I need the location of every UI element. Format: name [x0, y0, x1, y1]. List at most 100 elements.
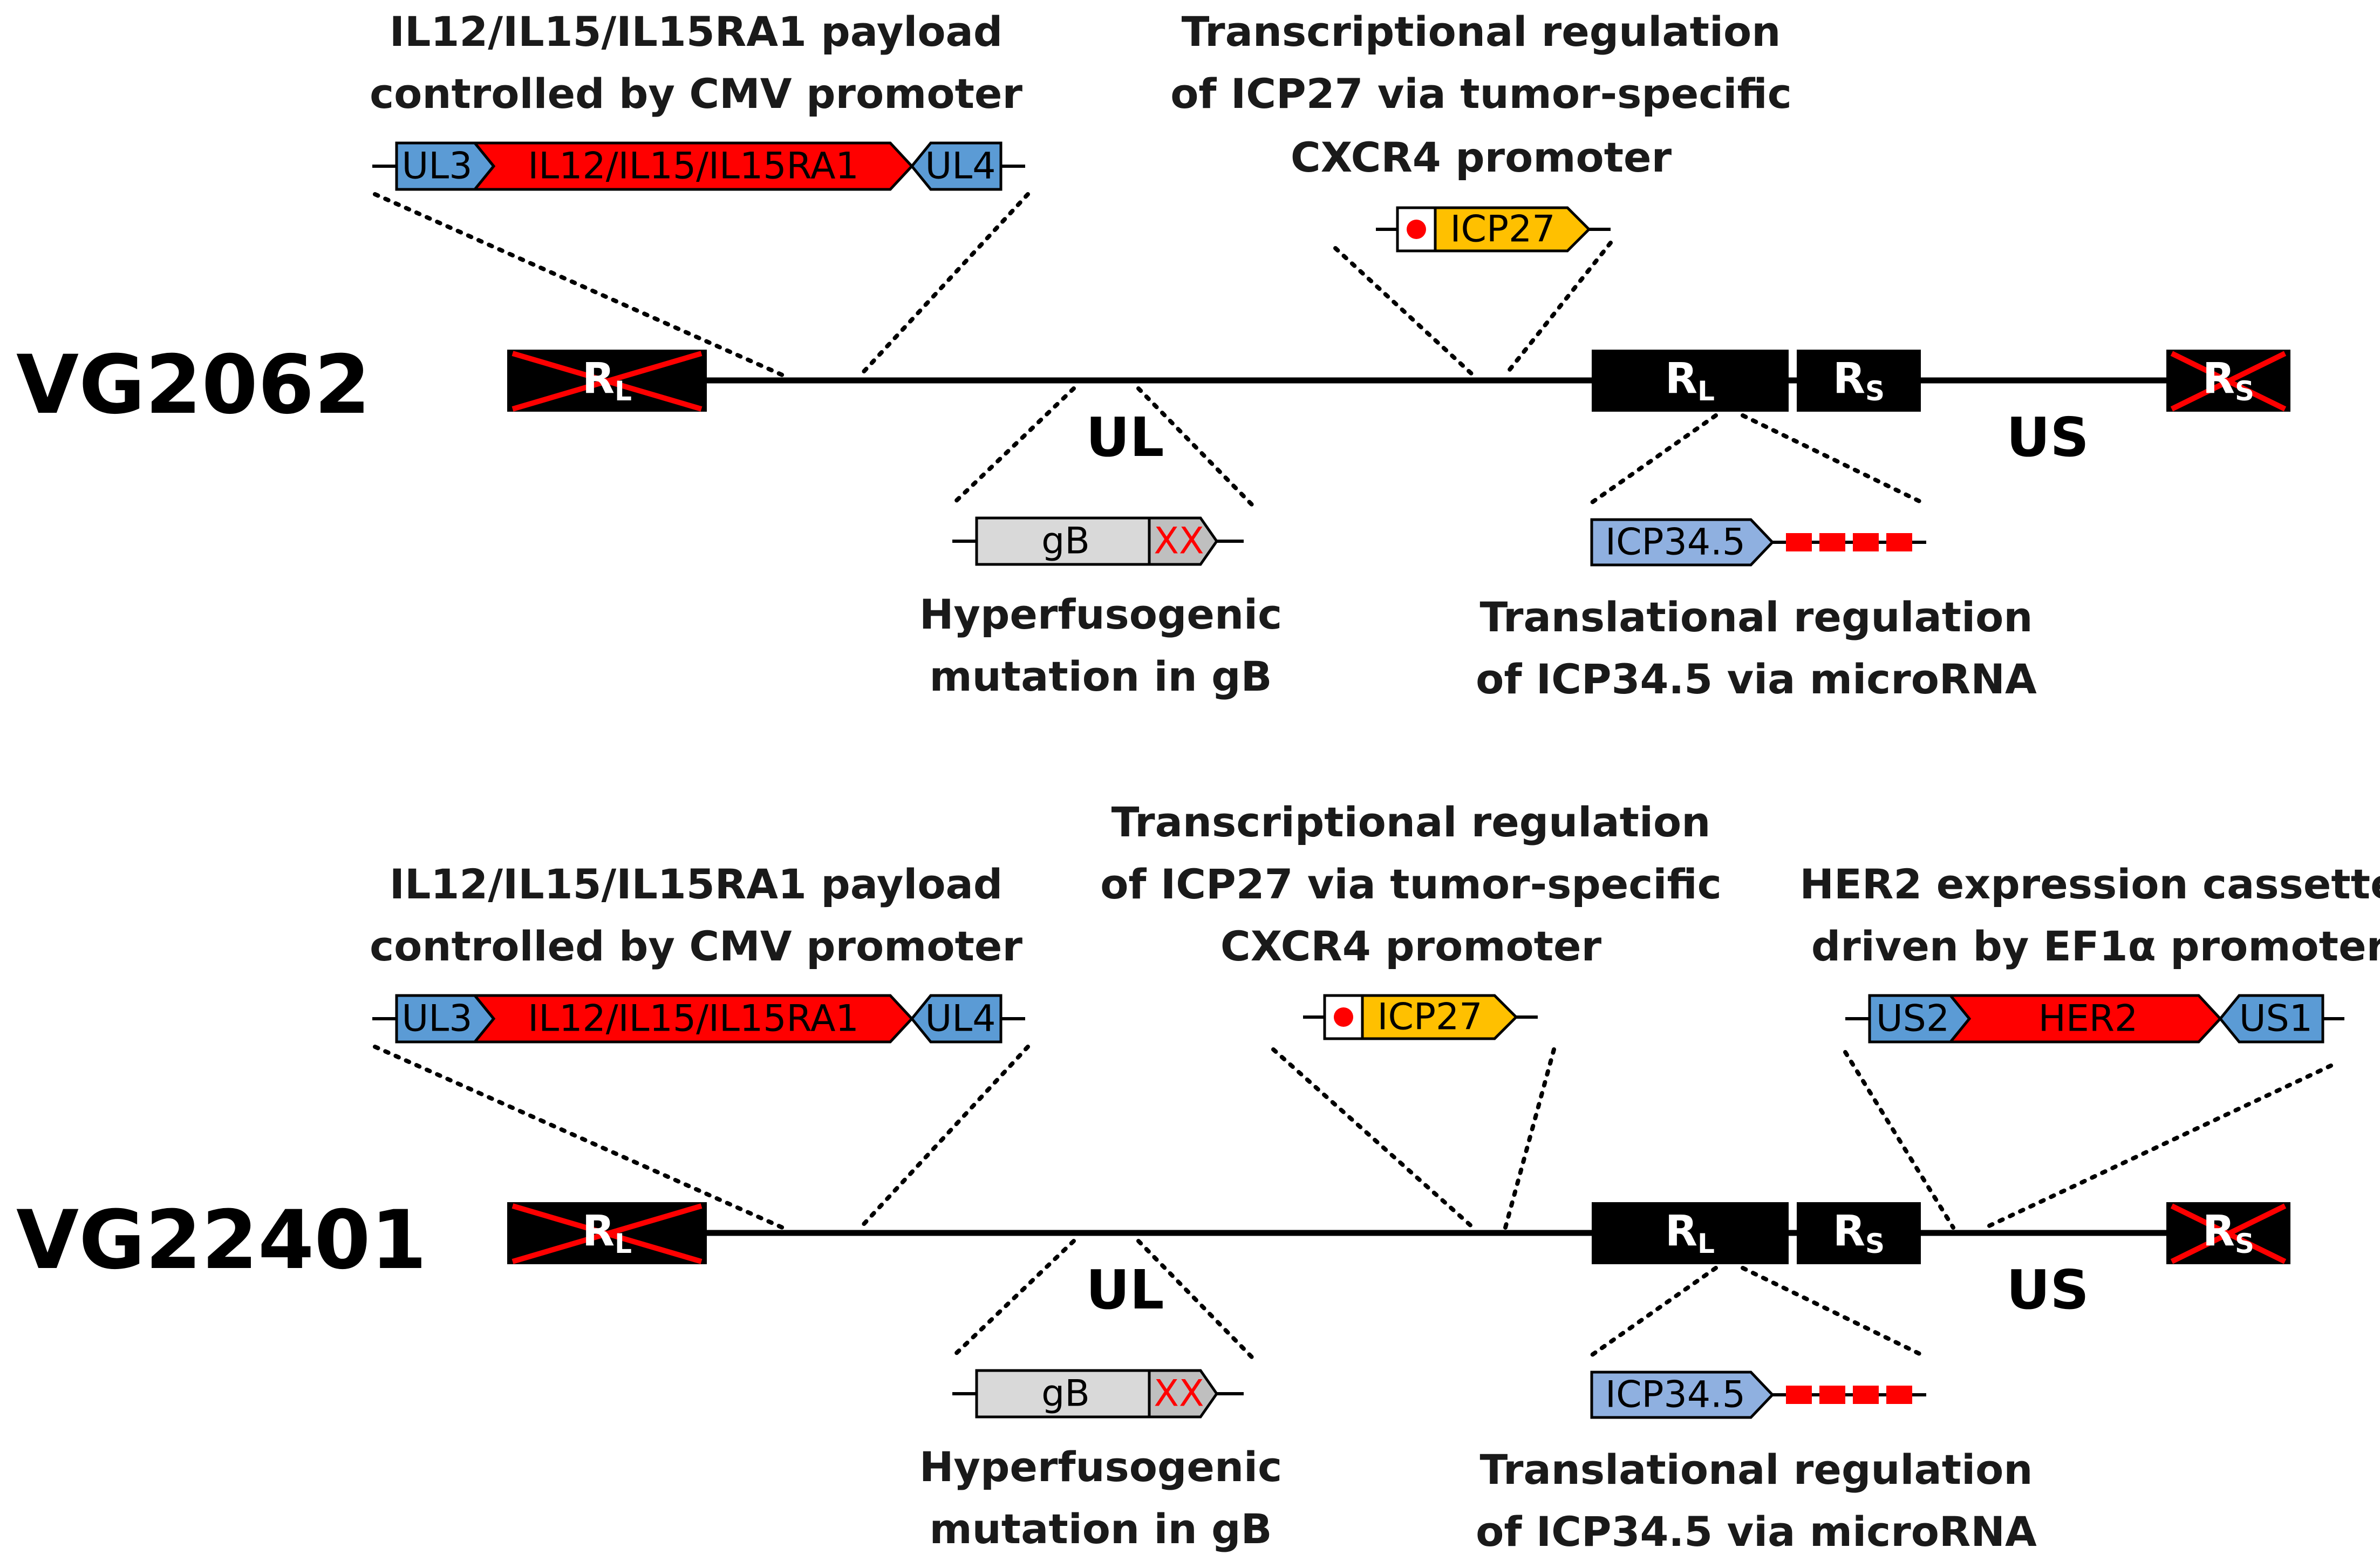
rs-label: R — [2202, 354, 2235, 403]
ul4-label: UL4 — [925, 998, 996, 1040]
zoom-line — [1741, 1266, 1928, 1359]
internal-repeat: RL RS — [1592, 1202, 1921, 1264]
gb-mutation — [1148, 1369, 1219, 1419]
svg-text:RS: RS — [2202, 354, 2254, 407]
icp27-label: ICP27 — [1377, 996, 1482, 1039]
zoom-line — [1333, 246, 1475, 377]
ul4-gene — [910, 141, 1003, 191]
panel-vg2062: VG2062 RL RL RS RS UL US IL12/IL15/IL15R… — [16, 8, 2290, 703]
zoom-line — [1587, 413, 1718, 507]
icp27-gene — [1361, 994, 1518, 1040]
payload-caption-line2: controlled by CMV promoter — [370, 922, 1022, 970]
virus-name: VG2062 — [16, 338, 371, 432]
icp27-caption-line2: of ICP27 via tumor-specific — [1100, 860, 1722, 908]
panel-vg22401: VG22401 RL RL RS RS UL US IL12/IL15/IL15… — [16, 798, 2380, 1556]
icp27-caption-line2: of ICP27 via tumor-specific — [1170, 70, 1792, 118]
rs-box — [1797, 1202, 1921, 1264]
svg-text:RS: RS — [1833, 354, 1885, 407]
mirna-target-site — [1819, 533, 1845, 551]
rs-label: R — [1833, 354, 1865, 403]
zoom-line — [1136, 386, 1254, 507]
deleted-rs-box: RS — [2166, 1202, 2290, 1264]
mirna-target-site — [1786, 533, 1812, 551]
rl-label: R — [582, 354, 615, 403]
zoom-line — [1136, 1239, 1254, 1359]
zoom-line — [1741, 413, 1928, 507]
rs-label: R — [2202, 1207, 2235, 1256]
zoom-line — [950, 1239, 1076, 1359]
mirna-target-site — [1853, 1386, 1879, 1404]
gb-gene — [975, 516, 1151, 566]
icp345-label: ICP34.5 — [1605, 521, 1745, 564]
zoom-line — [1503, 1047, 1556, 1230]
gb-caption-line2: mutation in gB — [929, 652, 1272, 700]
svg-text:RL: RL — [582, 354, 632, 407]
payload-label: IL12/IL15/IL15RA1 — [528, 145, 859, 188]
icp345-label: ICP34.5 — [1605, 1374, 1745, 1416]
rl-box — [1592, 350, 1789, 412]
ul4-gene — [910, 994, 1003, 1044]
rs-sub: S — [1865, 1228, 1885, 1259]
gb-cassette: gB XX — [952, 1369, 1244, 1419]
rl-box — [1592, 1202, 1789, 1264]
ul-label: UL — [1086, 406, 1164, 469]
gb-mutation — [1148, 516, 1219, 566]
zoom-line — [1843, 1050, 1955, 1230]
rl-sub: L — [615, 376, 632, 407]
zoom-line — [1587, 1266, 1718, 1359]
zoom-line — [1503, 241, 1613, 377]
ul-label: UL — [1086, 1258, 1164, 1321]
icp345-gene — [1590, 518, 1775, 567]
icp27-cassette: ICP27 — [1303, 994, 1538, 1040]
svg-text:RL: RL — [1665, 354, 1715, 407]
icp27-caption-line1: Transcriptional regulation — [1111, 798, 1711, 846]
payload-cassette: UL3 IL12/IL15/IL15RA1 UL4 — [372, 994, 1025, 1044]
rl-sub: L — [1697, 376, 1715, 407]
icp27-caption-line1: Transcriptional regulation — [1182, 8, 1781, 56]
gb-label: gB — [1041, 520, 1090, 563]
icp27-label: ICP27 — [1450, 208, 1555, 251]
rl-label: R — [1665, 354, 1697, 403]
gb-caption-line2: mutation in gB — [929, 1505, 1272, 1553]
mirna-target-site — [1819, 1386, 1845, 1404]
rl-label: R — [1665, 1207, 1697, 1256]
icp27-caption-line3: CXCR4 promoter — [1220, 922, 1602, 970]
zoom-line — [373, 192, 785, 377]
rs-label: R — [1833, 1207, 1865, 1256]
mirna-target-site — [1886, 1386, 1912, 1404]
icp27-caption-line3: CXCR4 promoter — [1291, 133, 1672, 181]
icp345-caption-line1: Translational regulation — [1480, 593, 2033, 641]
zoom-line — [858, 192, 1030, 377]
ul4-label: UL4 — [925, 145, 996, 188]
her2-label: HER2 — [2038, 998, 2138, 1040]
internal-repeat: RL RS — [1592, 350, 1921, 412]
rs-sub: S — [2235, 376, 2254, 407]
zoom-line — [373, 1045, 785, 1230]
promoter-dot — [1334, 1007, 1353, 1027]
deleted-rl-box: RL — [507, 1202, 707, 1264]
her2-caption-line1: HER2 expression cassette — [1799, 860, 2380, 908]
ul3-label: UL3 — [402, 145, 473, 188]
icp345-cassette: ICP34.5 — [1590, 1371, 1926, 1419]
us2-label: US2 — [1876, 998, 1949, 1040]
zoom-line — [1271, 1047, 1475, 1230]
icp27-gene — [1434, 206, 1591, 253]
mirna-target-site — [1853, 533, 1879, 551]
zoom-line — [1983, 1063, 2333, 1230]
gb-mutation-label: XX — [1154, 520, 1204, 563]
gb-mutation-label: XX — [1154, 1373, 1204, 1415]
mirna-target-site — [1786, 1386, 1812, 1404]
payload-label: IL12/IL15/IL15RA1 — [528, 998, 859, 1040]
deleted-rs-box: RS — [2166, 350, 2290, 412]
rs-sub: S — [2235, 1228, 2254, 1259]
icp345-caption-line2: of ICP34.5 via microRNA — [1476, 655, 2037, 703]
payload-caption-line2: controlled by CMV promoter — [370, 70, 1022, 118]
payload-caption-line1: IL12/IL15/IL15RA1 payload — [390, 8, 1003, 56]
svg-text:RS: RS — [2202, 1207, 2254, 1259]
zoom-line — [858, 1045, 1030, 1230]
icp345-caption-line2: of ICP34.5 via microRNA — [1476, 1508, 2037, 1556]
payload-caption-line1: IL12/IL15/IL15RA1 payload — [390, 860, 1003, 908]
icp345-caption-line1: Translational regulation — [1480, 1446, 2033, 1494]
us-label: US — [2006, 1258, 2089, 1321]
